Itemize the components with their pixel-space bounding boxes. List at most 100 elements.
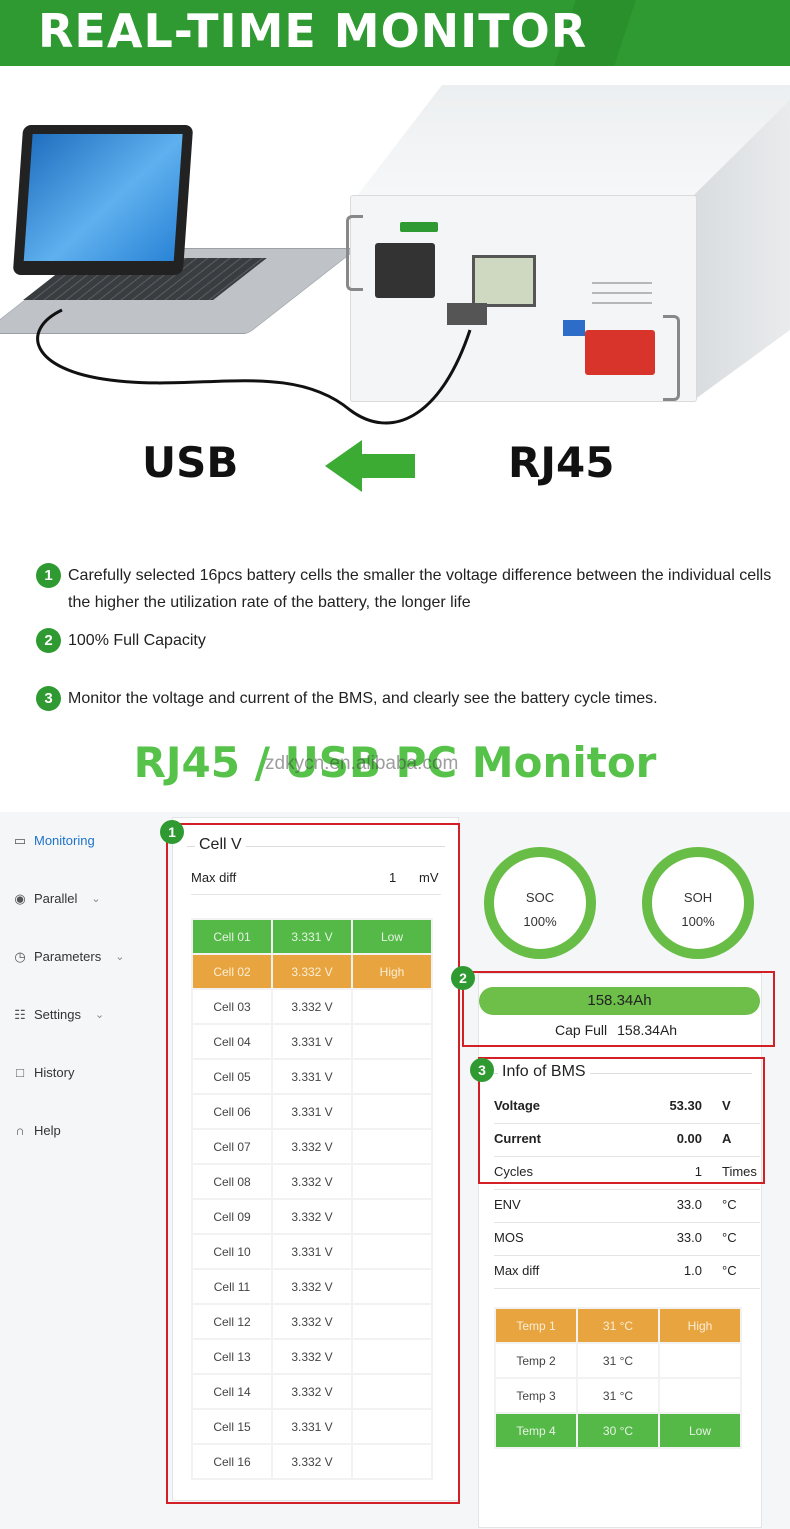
brand-logo (400, 222, 438, 232)
cell-status (351, 1093, 433, 1130)
temp-value: 31 °C (576, 1342, 660, 1379)
sidebar-item-parameters[interactable]: ◷Parameters⌄ (12, 949, 124, 964)
banner-title: REAL-TIME MONITOR (38, 4, 588, 58)
feature-item-2: 2 100% Full Capacity (36, 627, 773, 654)
feature-number: 2 (36, 628, 61, 653)
cell-status (351, 988, 433, 1025)
sidebar-item-parallel[interactable]: ◉Parallel⌄ (12, 891, 101, 906)
folder-icon: □ (16, 1064, 24, 1080)
gauge-icon: ◷ (14, 948, 26, 964)
bms-key: Voltage (494, 1098, 540, 1113)
callout-badge-3: 3 (470, 1058, 494, 1082)
sidebar-item-help[interactable]: ∩Help (12, 1122, 60, 1138)
cell-name: Cell 15 (191, 1408, 273, 1445)
battery-lcd-display (472, 255, 536, 307)
chevron-down-icon[interactable]: ⌄ (115, 951, 125, 963)
soc-label: SOC (525, 890, 555, 905)
cell-status (351, 1443, 433, 1480)
sidebar-item-history[interactable]: □ History (12, 1065, 74, 1080)
banner: REAL-TIME MONITOR (0, 0, 790, 66)
cell-name: Cell 09 (191, 1198, 273, 1235)
sidebar-item-label: History (34, 1065, 75, 1080)
negative-terminal (563, 320, 585, 336)
bms-value: 33.0 (676, 1230, 702, 1245)
bms-key: Cycles (494, 1164, 534, 1179)
capacity-bar: 158.34Ah (479, 987, 760, 1015)
cell-voltage: 3.332 V (271, 1198, 353, 1235)
cell-voltage: 3.332 V (271, 953, 353, 990)
cell-name: Cell 08 (191, 1163, 273, 1200)
cell-voltage: 3.332 V (271, 1268, 353, 1305)
cell-status (351, 1373, 433, 1410)
cell-status (351, 1408, 433, 1445)
bms-unit: °C (722, 1197, 737, 1212)
battery-spec-label (592, 282, 652, 312)
temp-value: 30 °C (576, 1412, 660, 1449)
temp-value: 31 °C (576, 1377, 660, 1414)
feature-item-3: 3 Monitor the voltage and current of the… (36, 685, 773, 712)
monitor-icon: ▭ (13, 832, 27, 848)
cell-status (351, 1023, 433, 1060)
chevron-down-icon[interactable]: ⌄ (94, 1009, 105, 1021)
cell-name: Cell 16 (191, 1443, 273, 1480)
sidebar-item-label: Monitoring (34, 833, 95, 848)
feature-text: 100% Full Capacity (68, 632, 206, 649)
bms-value: 0.00 (676, 1131, 702, 1146)
cap-full-value: 158.34Ah (617, 1022, 678, 1038)
temp-name: Temp 4 (494, 1412, 578, 1449)
feature-number: 3 (36, 686, 61, 711)
temp-status: High (658, 1307, 742, 1344)
sidebar-item-monitoring[interactable]: ▭ Monitoring (12, 833, 95, 848)
cell-voltage: 3.331 V (271, 1408, 353, 1445)
cell-voltage: 3.332 V (271, 1373, 353, 1410)
panel-title: Cell V (195, 836, 246, 854)
feature-text: Carefully selected 16pcs battery cells t… (68, 567, 772, 611)
bms-key: Max diff (494, 1263, 540, 1278)
cell-voltage: 3.332 V (271, 1338, 353, 1375)
highlight-box-bms (478, 1057, 765, 1184)
bms-value: 1 (694, 1164, 702, 1179)
cell-name: Cell 04 (191, 1023, 273, 1060)
cell-name: Cell 07 (191, 1128, 273, 1165)
feature-number: 1 (36, 563, 61, 588)
cell-name: Cell 12 (191, 1303, 273, 1340)
cell-name: Cell 01 (191, 918, 273, 955)
cell-name: Cell 02 (191, 953, 273, 990)
sidebar-item-settings[interactable]: ☷Settings⌄ (12, 1007, 104, 1022)
max-diff-row: Max diff 1 mV (191, 870, 441, 895)
bms-key: Current (494, 1131, 541, 1146)
temp-status (658, 1342, 742, 1379)
cell-name: Cell 05 (191, 1058, 273, 1095)
headset-icon: ∩ (15, 1122, 25, 1138)
temp-name: Temp 2 (494, 1342, 578, 1379)
cell-voltage: 3.332 V (271, 988, 353, 1025)
cell-status (351, 1058, 433, 1095)
temp-value: 31 °C (576, 1307, 660, 1344)
bms-unit: °C (722, 1230, 737, 1245)
callout-badge-1: 1 (160, 820, 184, 844)
rj45-label: RJ45 (508, 438, 615, 487)
section-heading: RJ45 / USB PC Monitor (133, 738, 657, 787)
cap-full-label: Cap Full (555, 1022, 608, 1038)
cell-voltage: 3.331 V (271, 1233, 353, 1270)
chevron-down-icon[interactable]: ⌄ (91, 893, 101, 905)
cap-full-row: Cap Full 158.34Ah (555, 1022, 677, 1038)
cell-voltage: 3.332 V (271, 1303, 353, 1340)
bms-title: Info of BMS (498, 1063, 590, 1081)
battery-handle-right (663, 315, 680, 401)
cell-voltage: 3.332 V (271, 1443, 353, 1480)
